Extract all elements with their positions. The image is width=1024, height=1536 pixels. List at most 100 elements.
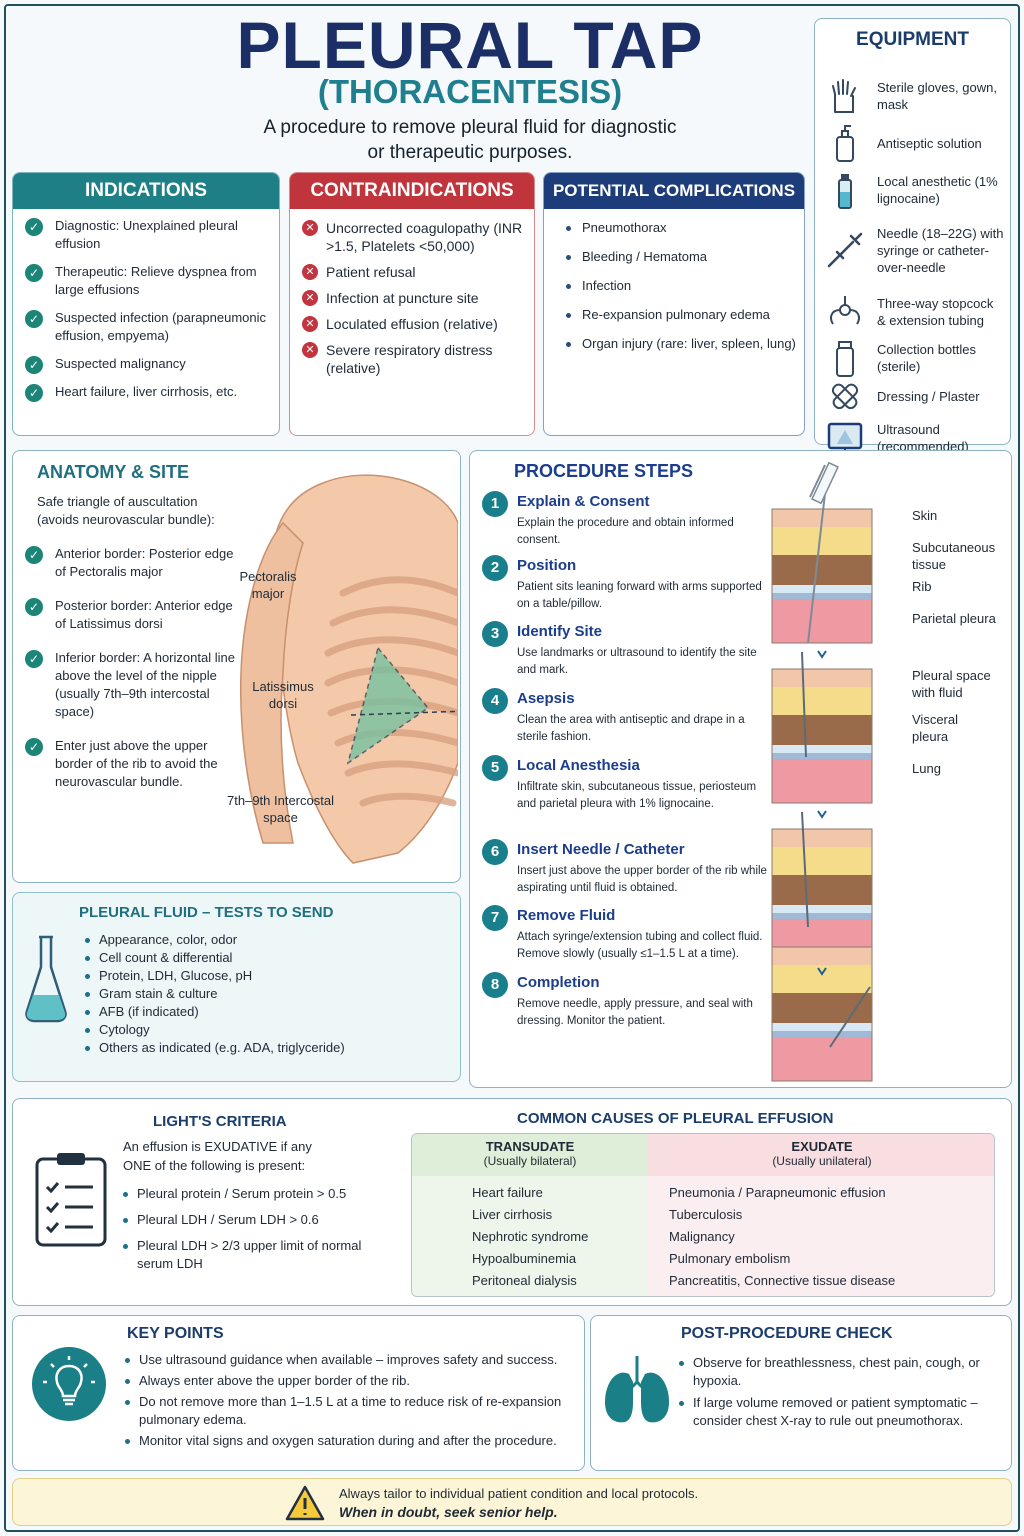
step-title: Identify Site <box>517 623 603 640</box>
stopcock-icon <box>823 290 867 334</box>
list-item: AFB (if indicated) <box>83 1003 453 1021</box>
step-description: Remove needle, apply pressure, and seal … <box>517 998 753 1027</box>
list-item: Use ultrasound guidance when available –… <box>123 1351 578 1369</box>
bullet-icon <box>566 342 571 347</box>
check-icon: ✓ <box>25 356 43 374</box>
anatomy-text: Posterior border: Anterior edge of Latis… <box>55 598 233 631</box>
list-item: Pleural protein / Serum protein > 0.5 <box>121 1185 391 1203</box>
transudate-list: Heart failure Liver cirrhosis Nephrotic … <box>472 1182 588 1292</box>
step-title: Local Anesthesia <box>517 757 640 774</box>
equipment-panel: EQUIPMENT Sterile gloves, gown, mask Ant… <box>814 18 1011 454</box>
step-number: 5 <box>482 755 508 781</box>
anatomy-text: Inferior border: A horizontal line above… <box>55 650 235 719</box>
list-item: Others as indicated (e.g. ADA, triglycer… <box>83 1039 453 1057</box>
lungs-icon <box>605 1356 669 1423</box>
bullet-icon <box>566 255 571 260</box>
post-procedure-panel: POST-PROCEDURE CHECK Observe for breathl… <box>590 1315 1012 1471</box>
table-cell: Pneumonia / Parapneumonic effusion <box>669 1185 886 1200</box>
check-icon: ✓ <box>25 310 43 328</box>
causes-table: TRANSUDATE (Usually bilateral) EXUDATE (… <box>411 1133 995 1297</box>
transudate-subtitle: (Usually bilateral) <box>483 1154 577 1168</box>
bandage-icon <box>823 374 867 418</box>
exudate-header: EXUDATE (Usually unilateral) <box>648 1134 994 1176</box>
equipment-item: Sterile gloves, gown, mask <box>823 73 1004 119</box>
equipment-item: Needle (18–22G) with syringe or catheter… <box>823 215 1004 285</box>
table-cell: Peritoneal dialysis <box>472 1273 577 1288</box>
lung-label: Lung <box>912 761 941 776</box>
cross-icon: ✕ <box>302 342 318 358</box>
step-description: Patient sits leaning forward with arms s… <box>517 581 762 610</box>
lights-criteria-intro: An effusion is EXUDATIVE if any ONE of t… <box>123 1139 312 1173</box>
criteria-panel: LIGHT'S CRITERIA An effusion is EXUDATIV… <box>12 1098 1012 1306</box>
pectoralis-label: Pectoralis major <box>239 569 297 601</box>
step-description: Insert just above the upper border of th… <box>517 865 767 894</box>
equipment-item: Dressing / Plaster <box>823 377 1004 415</box>
step-description: Explain the procedure and obtain informe… <box>517 517 734 546</box>
equipment-label: Needle (18–22G) with syringe or catheter… <box>877 225 1004 275</box>
list-item: Cytology <box>83 1021 453 1039</box>
footer-line-1: Always tailor to individual patient cond… <box>339 1486 699 1501</box>
anatomy-intro: Safe triangle of auscultation (avoids ne… <box>37 494 215 527</box>
table-cell: Nephrotic syndrome <box>472 1229 589 1244</box>
equipment-label: Antiseptic solution <box>877 135 982 151</box>
step-title: Completion <box>517 974 600 991</box>
cross-icon: ✕ <box>302 220 318 236</box>
anatomy-list: ✓ Anterior border: Posterior edge of Pect… <box>25 545 235 807</box>
step-description: Infiltrate skin, subcutaneous tissue, pe… <box>517 781 757 810</box>
list-item: Pleural LDH > 2/3 upper limit of normal … <box>121 1237 391 1273</box>
cross-icon: ✕ <box>302 290 318 306</box>
bullet-icon <box>566 226 571 231</box>
step-description: Clean the area with antiseptic and drape… <box>517 714 745 743</box>
table-cell: Liver cirrhosis <box>472 1207 553 1222</box>
indications-list: ✓ Diagnostic: Unexplained pleural effusio… <box>25 217 271 411</box>
collection-bottle-icon <box>823 336 867 380</box>
check-icon: ✓ <box>25 546 43 564</box>
step-title: Insert Needle / Catheter <box>517 841 685 858</box>
key-points-title: KEY POINTS <box>127 1325 224 1342</box>
list-item: Appearance, color, odor <box>83 931 453 949</box>
table-cell: Pancreatitis, Connective tissue disease <box>669 1273 896 1288</box>
anatomy-title: ANATOMY & SITE <box>37 462 190 482</box>
anatomy-text: Anterior border: Posterior edge of Pecto… <box>55 546 234 579</box>
check-icon: ✓ <box>25 598 43 616</box>
indication-text: Diagnostic: Unexplained pleural effusion <box>55 218 238 251</box>
transudate-title: TRANSUDATE <box>485 1139 575 1154</box>
table-cell: Heart failure <box>472 1185 543 1200</box>
description-line: A procedure to remove pleural fluid for … <box>263 117 677 138</box>
bullet-icon <box>566 284 571 289</box>
complication-text: Organ injury (rare: liver, spleen, lung) <box>582 336 796 351</box>
list-item: Infection <box>556 277 796 295</box>
step-title: Explain & Consent <box>517 493 650 510</box>
indications-header: INDICATIONS <box>13 173 279 209</box>
list-item: ✕Infection at puncture site <box>302 289 526 307</box>
list-item: Pneumothorax <box>556 219 796 237</box>
post-procedure-list: Observe for breathlessness, chest pain, … <box>677 1354 1007 1430</box>
table-cell: Hypoalbuminemia <box>472 1251 577 1266</box>
page-subtitle: (THORACENTESIS) <box>317 73 623 110</box>
gloves-icon <box>823 74 867 118</box>
check-icon: ✓ <box>25 650 43 668</box>
description-line: or therapeutic purposes. <box>367 142 573 163</box>
list-item: ✓Heart failure, liver cirrhosis, etc. <box>25 383 271 402</box>
lights-criteria-title: LIGHT'S CRITERIA <box>153 1113 287 1130</box>
equipment-title: EQUIPMENT <box>856 29 969 50</box>
indication-text: Suspected infection (parapneumonic effus… <box>55 310 267 343</box>
equipment-label: Sterile gloves, gown, mask <box>877 80 997 112</box>
complication-text: Infection <box>582 278 632 293</box>
list-item: ✕Severe respiratory distress (relative) <box>302 341 526 377</box>
equipment-label: Local anesthetic (1% lignocaine) <box>877 174 998 206</box>
step-description: Use landmarks or ultrasound to identify … <box>517 647 757 676</box>
complications-list: Pneumothorax Bleeding / Hematoma Infecti… <box>556 219 796 364</box>
bottle-icon <box>823 121 867 165</box>
equipment-item: Three-way stopcock & extension tubing <box>823 289 1004 335</box>
list-item: ✕Uncorrected coagulopathy (INR >1.5, Pla… <box>302 219 526 255</box>
complications-header: POTENTIAL COMPLICATIONS <box>544 173 804 209</box>
step-title: Position <box>517 557 577 574</box>
equipment-label: Three-way stopcock & extension tubing <box>877 296 994 328</box>
complication-text: Re-expansion pulmonary edema <box>582 307 770 322</box>
latissimus-label: Latissimus dorsi <box>252 679 314 711</box>
torso-illustration <box>239 474 458 864</box>
list-item: ✕Loculated effusion (relative) <box>302 315 526 333</box>
indications-panel: INDICATIONS ✓ Diagnostic: Unexplained ple… <box>12 172 280 436</box>
